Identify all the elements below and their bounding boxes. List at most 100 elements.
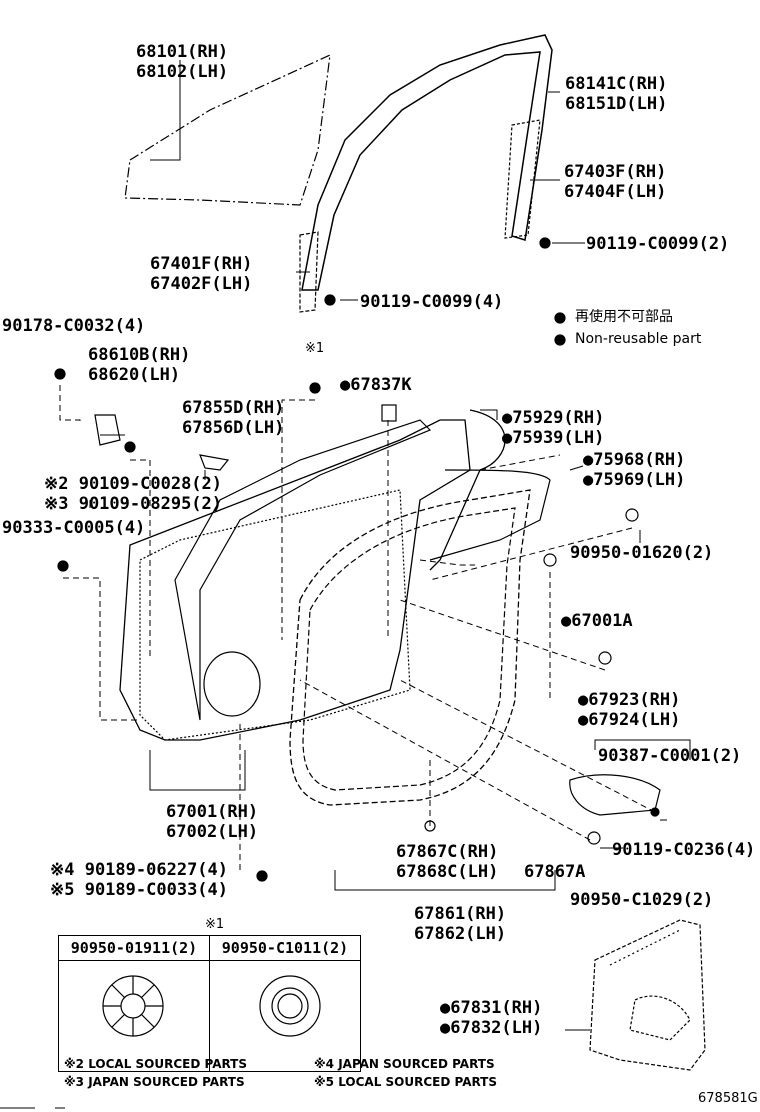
door-glass bbox=[124, 54, 331, 206]
speaker-hole bbox=[203, 651, 261, 717]
check-part bbox=[381, 404, 397, 422]
door-frame bbox=[174, 419, 432, 721]
label-rear-channel-rh: 67403F(RH) bbox=[564, 162, 667, 182]
outer-door-panel bbox=[139, 489, 411, 741]
service-hole-cover bbox=[569, 774, 661, 816]
label-weather-67867c-rh: 67867C(RH) bbox=[396, 842, 499, 862]
kit-img1 bbox=[58, 960, 210, 1072]
screw-icon bbox=[54, 368, 66, 380]
label-bolt-90189: ※4 90189-06227(4) ※5 90189-C0033(4) bbox=[50, 860, 228, 900]
label-rear-channel: 67403F(RH) 67404F(LH) bbox=[564, 162, 666, 202]
label-panel-67001a: ●67001A bbox=[561, 611, 633, 631]
label-bolt-90109-c0028: ※2 90109-C0028(2) bbox=[44, 474, 223, 494]
label-seal-75969-lh: ●75969(LH) bbox=[583, 470, 686, 490]
footnote4: ※4 JAPAN SOURCED PARTS bbox=[314, 1057, 495, 1071]
kit-table: 90950-01911(2) 90950-C1011(2) bbox=[58, 935, 361, 1072]
label-film: ●67831(RH) ●67832(LH) bbox=[440, 998, 542, 1038]
plug-icon bbox=[625, 508, 639, 522]
label-front-channel-lh: 67402F(LH) bbox=[150, 274, 253, 294]
label-bolt-90189-c0033: ※5 90189-C0033(4) bbox=[50, 880, 229, 900]
label-rear-channel-lh: 67404F(LH) bbox=[564, 182, 667, 202]
plug-icon bbox=[598, 651, 612, 665]
rear-channel bbox=[504, 119, 541, 239]
label-film-lh: ●67832(LH) bbox=[440, 1018, 543, 1038]
label-door-check-rh: 67855D(RH) bbox=[182, 398, 285, 418]
note1-mark: ※1 bbox=[305, 341, 325, 356]
door-check bbox=[199, 454, 230, 471]
label-glass-rh: 68101(RH) bbox=[136, 42, 229, 62]
legend-en: Non-reusable part bbox=[575, 331, 702, 347]
label-hinge-lh: 68620(LH) bbox=[88, 365, 181, 385]
clip-icon bbox=[309, 382, 321, 394]
seal-75929 bbox=[429, 409, 506, 571]
door-weatherstrip bbox=[289, 489, 531, 806]
label-front-channel: 67401F(RH) 67402F(LH) bbox=[150, 254, 252, 294]
plug-icon bbox=[587, 831, 601, 845]
clip-icon bbox=[543, 553, 557, 567]
label-bolt-90109-08295: ※3 90109-08295(2) bbox=[44, 494, 223, 514]
label-weatherstrip: 68141C(RH) 68151D(LH) bbox=[565, 74, 667, 114]
front-channel bbox=[299, 231, 319, 313]
kit-title: ※1 bbox=[205, 917, 225, 932]
bolt-icon bbox=[124, 441, 136, 453]
label-screw-90178: 90178-C0032(4) bbox=[2, 316, 146, 336]
bolt-icon bbox=[256, 870, 268, 882]
bolt-icon bbox=[539, 237, 551, 249]
inner-door-panel bbox=[119, 419, 471, 741]
label-bolt-90189-06227: ※4 90189-06227(4) bbox=[50, 860, 229, 880]
diagram-id: 678581G bbox=[698, 1091, 758, 1106]
label-nut-90333: 90333-C0005(4) bbox=[2, 518, 146, 538]
label-weatherstrip-lh: 68151D(LH) bbox=[565, 94, 668, 114]
label-seal-75939-lh: ●75939(LH) bbox=[502, 428, 605, 448]
label-weather-67867a: 67867A bbox=[524, 862, 586, 882]
label-plug-90950-c1029: 90950-C1029(2) bbox=[570, 890, 714, 910]
label-cover-rh: ●67923(RH) bbox=[578, 690, 681, 710]
door-weatherstrip-inner bbox=[302, 507, 516, 791]
kit-img2 bbox=[209, 960, 361, 1072]
label-bolt-90109: ※2 90109-C0028(2) ※3 90109-08295(2) bbox=[44, 474, 222, 514]
footnote5: ※5 LOCAL SOURCED PARTS bbox=[314, 1075, 498, 1089]
screw-icon bbox=[57, 560, 69, 572]
footnote3: ※3 JAPAN SOURCED PARTS bbox=[64, 1075, 245, 1089]
label-strip-lh: 67862(LH) bbox=[414, 924, 507, 944]
label-seal-75968: ●75968(RH) ●75969(LH) bbox=[583, 450, 685, 490]
label-bolt-rear: 90119-C0099(2) bbox=[586, 234, 730, 254]
label-strip: 67861(RH) 67862(LH) bbox=[414, 904, 506, 944]
label-bolt-front: 90119-C0099(4) bbox=[360, 292, 504, 312]
label-hinge: 68610B(RH) 68620(LH) bbox=[88, 345, 190, 385]
label-weather-67868c-lh: 67868C(LH) bbox=[396, 862, 499, 882]
legend-dot bbox=[554, 312, 566, 324]
inner-film bbox=[589, 919, 706, 1071]
footnote2: ※2 LOCAL SOURCED PARTS bbox=[64, 1057, 248, 1071]
label-door-check: 67855D(RH) 67856D(LH) bbox=[182, 398, 284, 438]
label-door-rh: 67001(RH) bbox=[166, 802, 259, 822]
label-cover: ●67923(RH) ●67924(LH) bbox=[578, 690, 680, 730]
label-plug-90950-01620: 90950-01620(2) bbox=[570, 543, 714, 563]
label-glass: 68101(RH) 68102(LH) bbox=[136, 42, 228, 82]
label-weather-67867c: 67867C(RH) 67868C(LH) bbox=[396, 842, 498, 882]
label-front-channel-rh: 67401F(RH) bbox=[150, 254, 253, 274]
label-weatherstrip-rh: 68141C(RH) bbox=[565, 74, 668, 94]
label-seal-75929: ●75929(RH) ●75939(LH) bbox=[502, 408, 604, 448]
hinge bbox=[94, 414, 121, 446]
kit-col1: 90950-01911(2) bbox=[58, 935, 210, 961]
glass-run-weatherstrip bbox=[301, 34, 553, 291]
label-seal-75929-rh: ●75929(RH) bbox=[502, 408, 605, 428]
label-glass-lh: 68102(LH) bbox=[136, 62, 229, 82]
legend-jp: 再使用不可部品 bbox=[575, 309, 673, 325]
label-seal-75968-rh: ●75968(RH) bbox=[583, 450, 686, 470]
label-67837k: ●67837K bbox=[340, 375, 412, 395]
label-clip-90387: 90387-C0001(2) bbox=[598, 746, 742, 766]
label-door-lh: 67002(LH) bbox=[166, 822, 259, 842]
label-film-rh: ●67831(RH) bbox=[440, 998, 543, 1018]
label-door: 67001(RH) 67002(LH) bbox=[166, 802, 258, 842]
label-door-check-lh: 67856D(LH) bbox=[182, 418, 285, 438]
label-strip-rh: 67861(RH) bbox=[414, 904, 507, 924]
kit-col2: 90950-C1011(2) bbox=[209, 935, 361, 961]
label-bolt-90119-c0236: 90119-C0236(4) bbox=[612, 840, 756, 860]
legend-dot bbox=[554, 334, 566, 346]
label-hinge-rh: 68610B(RH) bbox=[88, 345, 191, 365]
label-cover-lh: ●67924(LH) bbox=[578, 710, 681, 730]
bolt-icon bbox=[324, 294, 336, 306]
